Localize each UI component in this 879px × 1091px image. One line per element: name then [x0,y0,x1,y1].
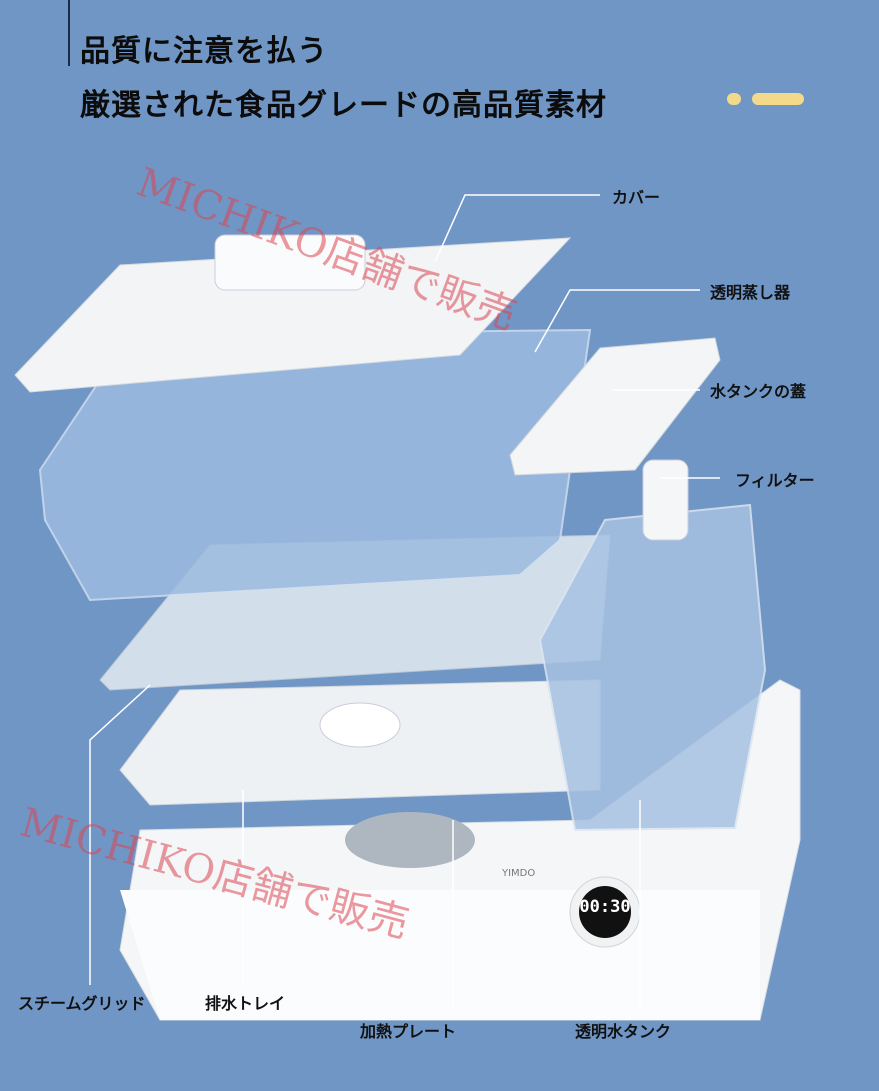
label-filter: フィルター [735,471,815,490]
heading-accent-bar [68,0,70,66]
leader-lines [89,194,720,1010]
label-steam-grid: スチームグリッド [18,994,146,1013]
label-drain-tray: 排水トレイ [205,994,286,1013]
label-water-tank: 透明水タンク [575,1022,672,1041]
cover [14,234,572,393]
drain-tray [119,679,601,806]
tank-lid [509,337,721,476]
accent-dot [727,93,741,105]
water-tank [538,503,767,832]
base-unit [119,679,801,1021]
heading-line-1: 品質に注意を払う [80,34,328,69]
accent-dash [752,93,804,105]
filter [642,459,689,541]
label-steamer: 透明蒸し器 [710,283,791,302]
brand-logo: YIMDO [502,868,536,879]
label-heating-plate: 加熱プレート [360,1022,457,1041]
timer-display: 00:30 [579,897,631,917]
heading-line-2: 厳選された食品グレードの高品質素材 [80,88,607,123]
label-tank-lid: 水タンクの蓋 [710,382,807,401]
label-cover: カバー [612,188,661,207]
timer-display-bg [579,886,631,938]
